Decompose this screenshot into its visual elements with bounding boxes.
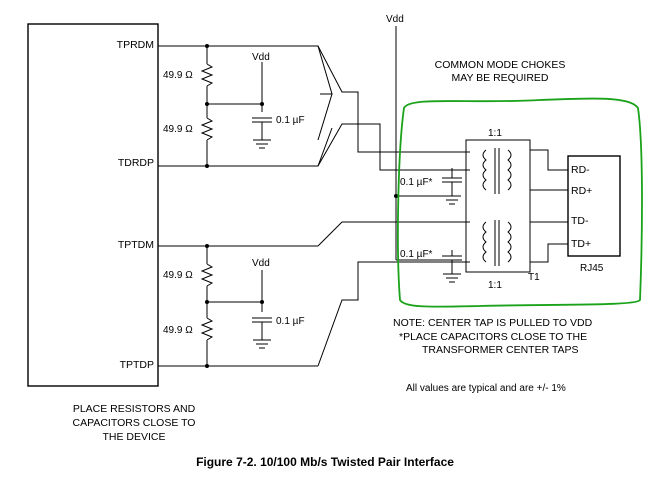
transformer-t1 — [465, 139, 568, 273]
pin-tdrdp: TDRDP — [118, 157, 154, 169]
center-tap-cap-label-2: 0.1 µF* — [400, 249, 433, 260]
resistor-label-r2: 49.9 Ω — [163, 124, 193, 135]
cap-label-tx: 0.1 µF — [276, 316, 305, 327]
note-place-res-1: PLACE RESISTORS AND — [73, 403, 196, 415]
highlight-outline — [397, 97, 643, 308]
vdd-label-rx: Vdd — [252, 52, 270, 63]
pin-td-plus: TD+ — [571, 238, 591, 250]
pin-rd-minus: RD- — [571, 164, 590, 176]
receive-network — [158, 44, 470, 171]
transmit-network — [158, 221, 470, 368]
pin-td-minus: TD- — [571, 215, 589, 227]
note-values: All values are typical and are +/- 1% — [406, 383, 566, 394]
transformer-label: T1 — [528, 272, 540, 283]
ratio-label-bottom: 1:1 — [488, 280, 502, 291]
center-tap-cap-label-1: 0.1 µF* — [400, 177, 433, 188]
resistor-label-r3: 49.9 Ω — [163, 270, 193, 281]
vdd-label-top: Vdd — [386, 14, 404, 25]
note-place-res-2: CAPACITORS CLOSE TO — [73, 417, 196, 429]
resistor-label-r1: 49.9 Ω — [163, 70, 193, 81]
pin-tptdp: TPTDP — [120, 359, 154, 371]
rj45-block — [567, 155, 621, 257]
note-place-res-3: THE DEVICE — [102, 431, 165, 443]
vdd-label-tx: Vdd — [252, 258, 270, 269]
pin-tprdm: TPRDM — [117, 39, 154, 51]
note-place-caps-2: TRANSFORMER CENTER TAPS — [422, 344, 579, 356]
note-place-caps-1: *PLACE CAPACITORS CLOSE TO THE — [399, 331, 587, 343]
ratio-label-top: 1:1 — [488, 128, 502, 139]
note-chokes-2: MAY BE REQUIRED — [451, 72, 548, 84]
vdd-bus — [394, 26, 462, 283]
pin-tptdm: TPTDM — [118, 239, 154, 251]
cap-label-rx: 0.1 µF — [276, 115, 305, 126]
note-chokes-1: COMMON MODE CHOKES — [435, 59, 566, 71]
note-center-tap: NOTE: CENTER TAP IS PULLED TO VDD — [393, 317, 593, 329]
resistor-label-r4: 49.9 Ω — [163, 325, 193, 336]
rj45-label: RJ45 — [580, 263, 604, 274]
pin-rd-plus: RD+ — [571, 185, 592, 197]
device-block — [27, 23, 159, 387]
figure-caption: Figure 7-2. 10/100 Mb/s Twisted Pair Int… — [196, 455, 454, 469]
